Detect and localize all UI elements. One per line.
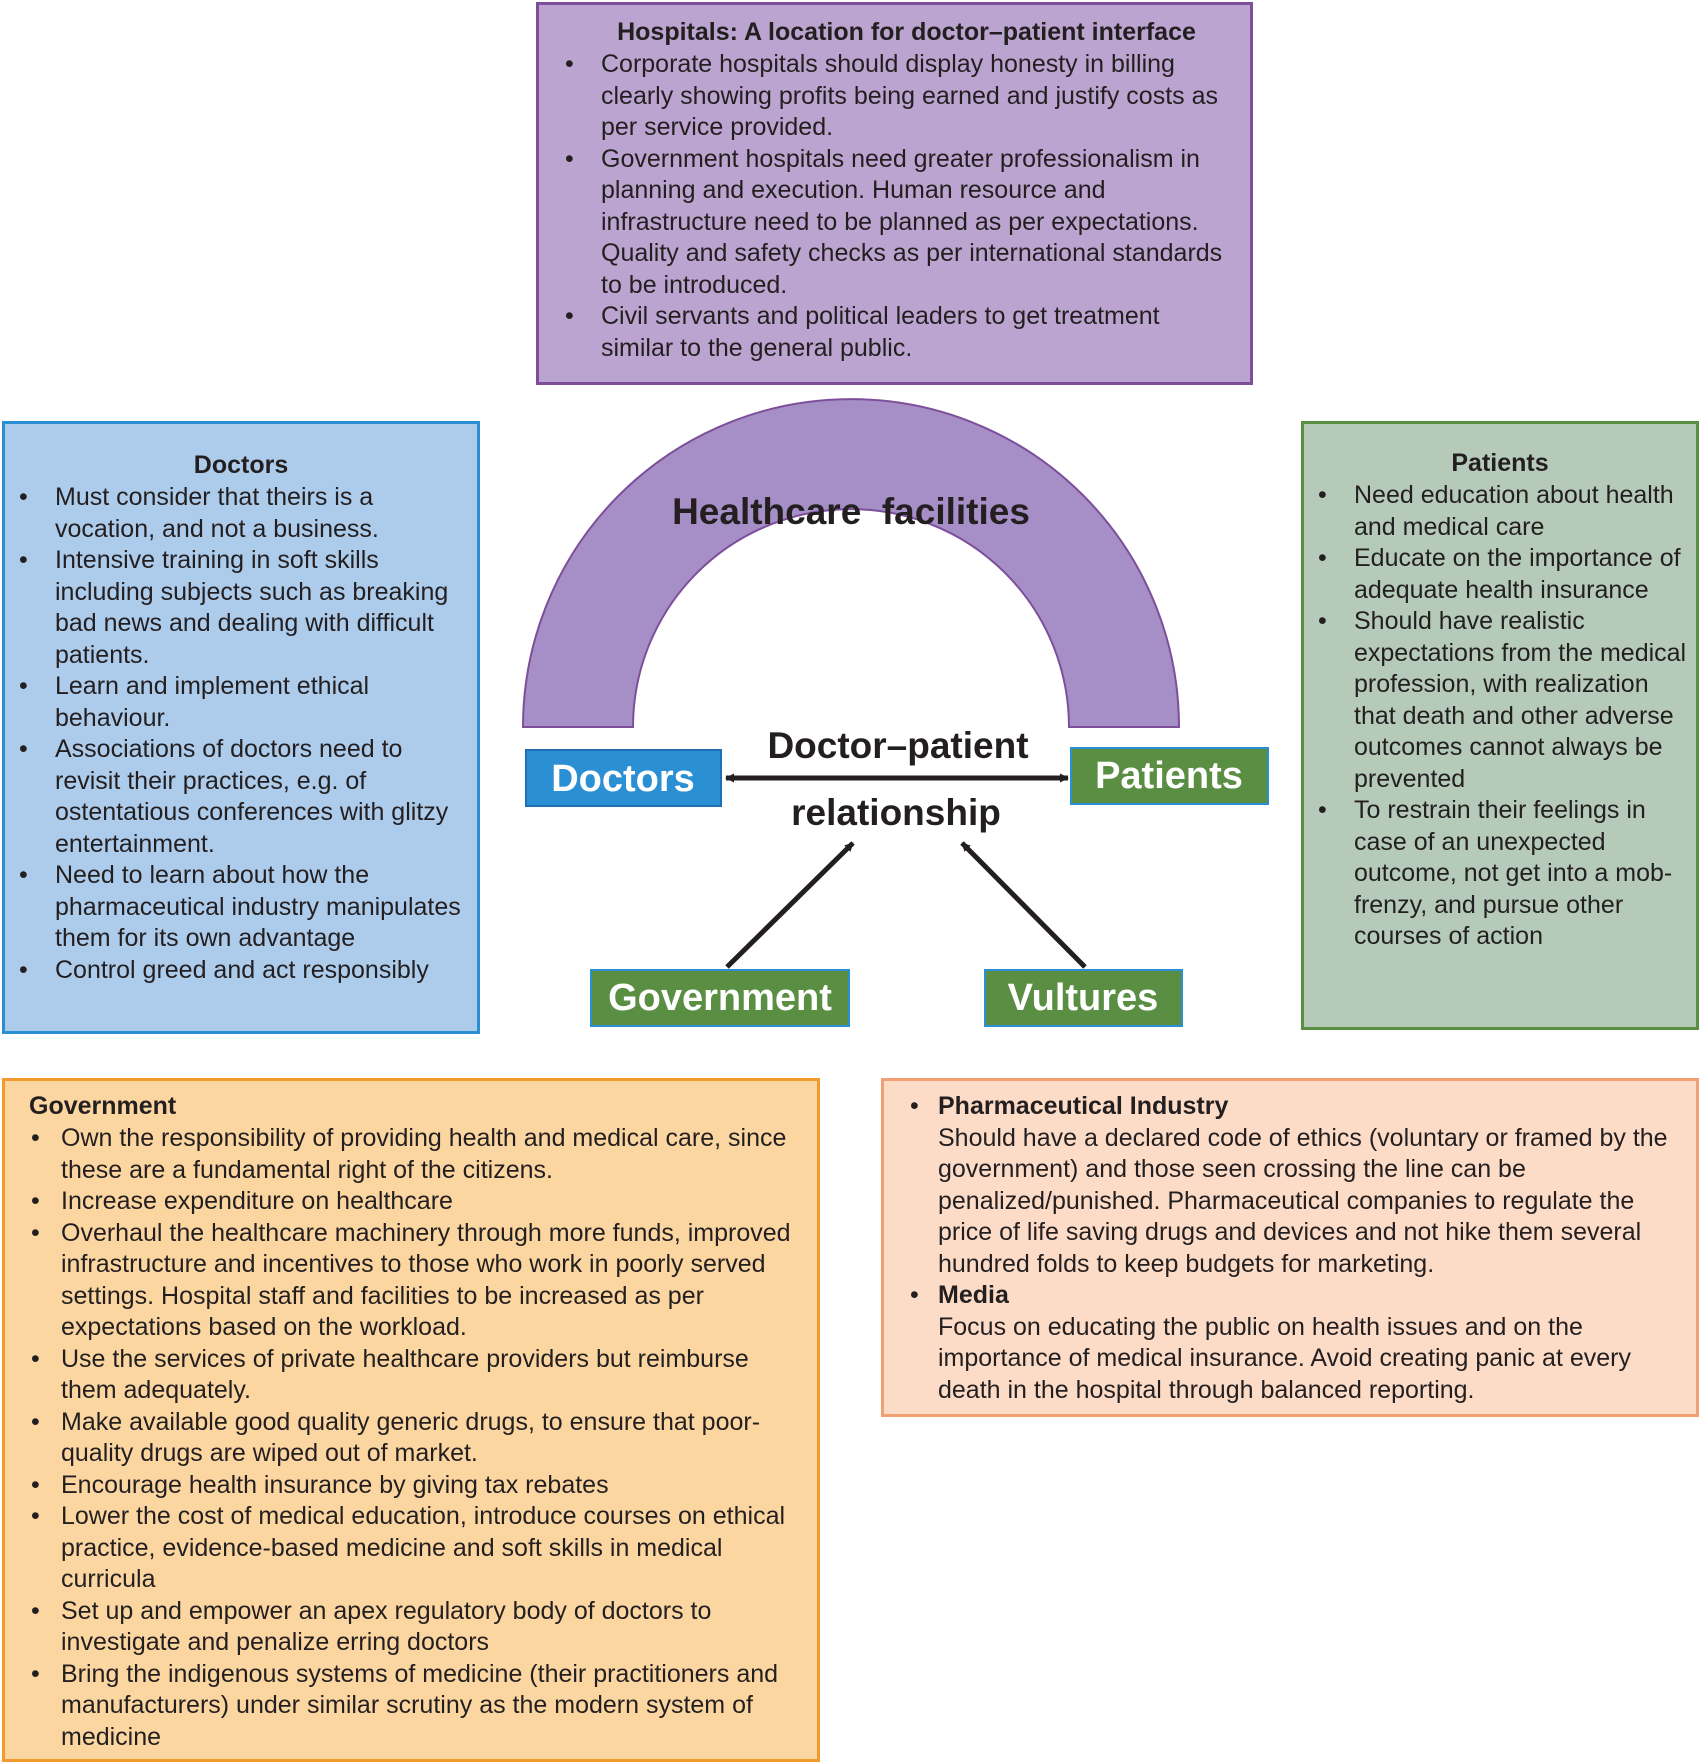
patients-list: Need education about health and medical … — [1312, 480, 1688, 953]
hospitals-item: Government hospitals need greater profes… — [559, 144, 1230, 302]
doctors-item: Must consider that theirs is a vocation,… — [13, 482, 469, 545]
vultures-arrow — [960, 841, 1087, 969]
pharma-media-list: Pharmaceutical Industry Should have a de… — [904, 1091, 1682, 1406]
hospitals-list: Corporate hospitals should display hones… — [559, 49, 1230, 364]
government-list: Own the responsibility of providing heal… — [25, 1123, 803, 1753]
arch-label: Healthcare facilities — [672, 491, 1030, 532]
patients-node-label: Patients — [1095, 755, 1243, 797]
hospitals-title: Hospitals: A location for doctor–patient… — [617, 18, 1196, 46]
government-item: Set up and empower an apex regulatory bo… — [25, 1596, 803, 1659]
doctors-node[interactable] — [525, 749, 722, 807]
government-item: Own the responsibility of providing heal… — [25, 1123, 803, 1186]
government-item: Use the services of private healthcare p… — [25, 1344, 803, 1407]
doctors-item: Associations of doctors need to revisit … — [13, 734, 469, 860]
patients-title: Patients — [1451, 449, 1549, 477]
pharma-media-box: Pharmaceutical Industry Should have a de… — [881, 1078, 1699, 1417]
government-item: Encourage health insurance by giving tax… — [25, 1470, 803, 1502]
government-item: Bring the indigenous systems of medicine… — [25, 1659, 803, 1754]
patients-box: Patients Need education about health and… — [1301, 421, 1699, 1030]
vultures-node-label: Vultures — [1008, 977, 1159, 1019]
government-item: Increase expenditure on healthcare — [25, 1186, 803, 1218]
patients-node[interactable] — [1070, 747, 1269, 805]
government-item: Overhaul the healthcare machinery throug… — [25, 1218, 803, 1344]
patients-item: To restrain their feelings in case of an… — [1312, 795, 1688, 953]
government-node[interactable] — [590, 969, 850, 1027]
government-arrow — [725, 841, 855, 969]
pharma-item: Pharmaceutical Industry Should have a de… — [904, 1091, 1682, 1280]
pharma-text: Should have a declared code of ethics (v… — [938, 1123, 1668, 1278]
media-item: Media Focus on educating the public on h… — [904, 1280, 1682, 1406]
doctors-item: Control greed and act responsibly — [13, 955, 469, 987]
doctors-title: Doctors — [193, 451, 289, 479]
government-item: Lower the cost of medical education, int… — [25, 1501, 803, 1596]
government-title: Government — [29, 1092, 177, 1120]
healthcare-facilities-arch — [521, 398, 1181, 728]
hospitals-item: Civil servants and political leaders to … — [559, 301, 1230, 364]
doctors-item: Intensive training in soft skills includ… — [13, 545, 469, 671]
doctors-item: Learn and implement ethical behaviour. — [13, 671, 469, 734]
government-box: Government Own the responsibility of pro… — [2, 1078, 820, 1762]
doctors-box: Doctors Must consider that theirs is a v… — [2, 421, 480, 1034]
doctors-node-label: Doctors — [551, 758, 695, 800]
patients-item: Need education about health and medical … — [1312, 480, 1688, 543]
government-node-label: Government — [608, 977, 832, 1019]
media-text: Focus on educating the public on health … — [938, 1312, 1631, 1404]
vultures-node[interactable] — [984, 969, 1183, 1027]
relationship-label-line2: relationship — [791, 792, 1001, 833]
patients-item: Educate on the importance of adequate he… — [1312, 543, 1688, 606]
patients-item: Should have realistic expectations from … — [1312, 606, 1688, 795]
pharma-title: Pharmaceutical Industry — [938, 1092, 1229, 1120]
hospitals-box: Hospitals: A location for doctor–patient… — [536, 2, 1253, 385]
doctors-item: Need to learn about how the pharmaceutic… — [13, 860, 469, 955]
government-item: Make available good quality generic drug… — [25, 1407, 803, 1470]
doctors-list: Must consider that theirs is a vocation,… — [13, 482, 469, 986]
media-title: Media — [938, 1281, 1009, 1309]
relationship-label-line1: Doctor–patient — [767, 725, 1028, 766]
hospitals-item: Corporate hospitals should display hones… — [559, 49, 1230, 144]
